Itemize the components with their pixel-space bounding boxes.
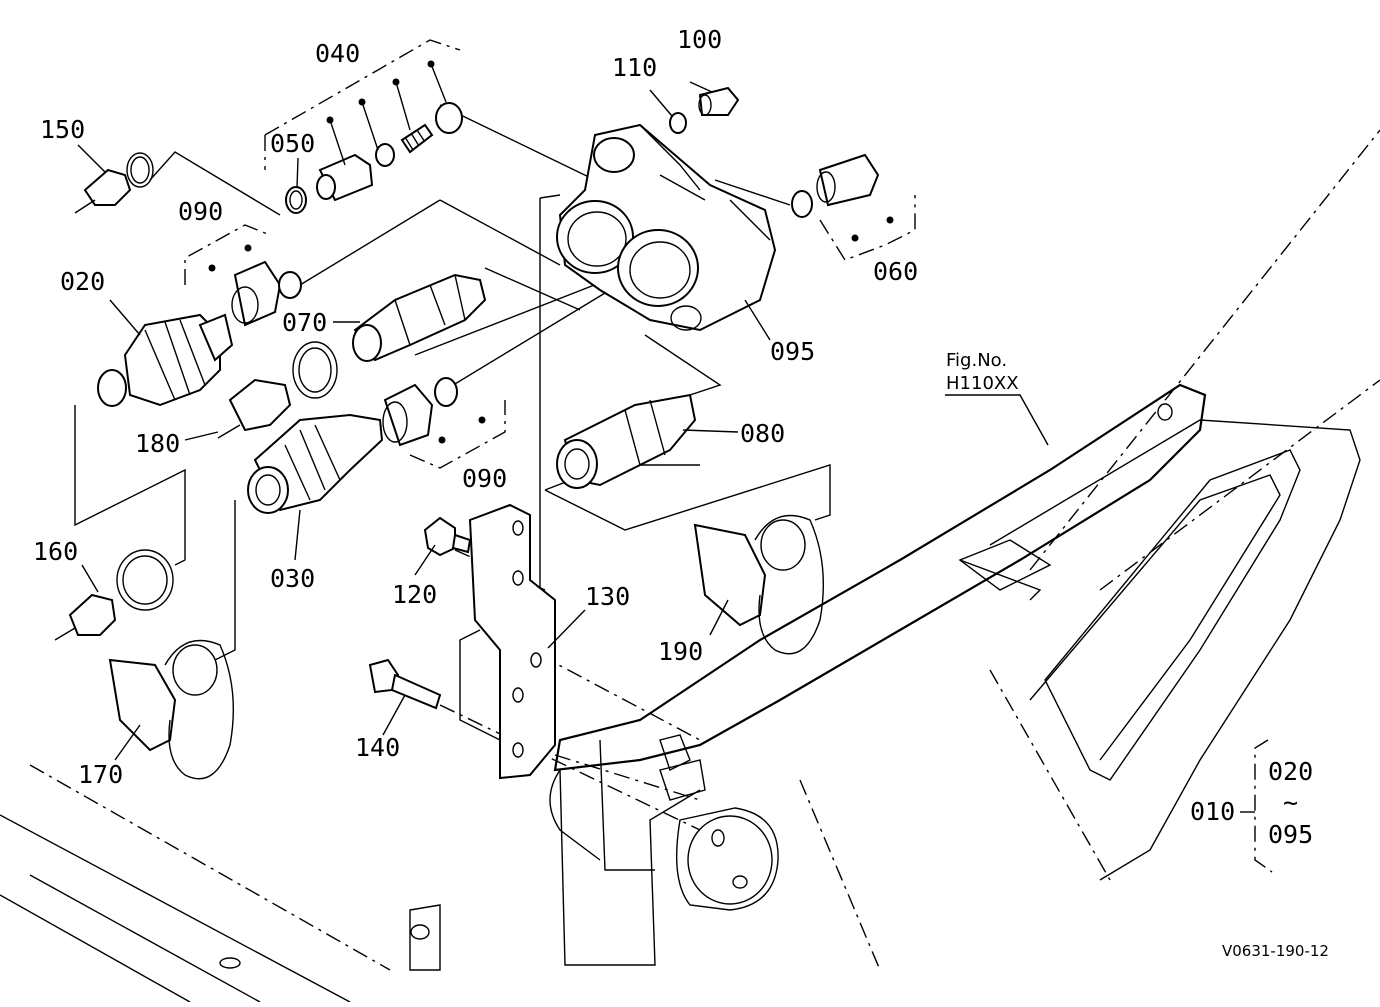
bolt-140 bbox=[368, 658, 442, 710]
assembly-lines bbox=[74, 104, 831, 831]
callout-070: 070 bbox=[282, 308, 327, 337]
coupler-020 bbox=[97, 313, 234, 407]
adapter-090-upper bbox=[184, 224, 302, 327]
callout-140: 140 bbox=[355, 733, 400, 762]
range-bracket bbox=[1254, 739, 1273, 873]
callout-110: 110 bbox=[612, 53, 657, 82]
callout-060: 060 bbox=[873, 257, 918, 286]
adapter-060 bbox=[791, 153, 916, 261]
valve-block-095 bbox=[556, 123, 777, 332]
adapter-090-lower bbox=[382, 377, 506, 469]
callout-090-upper: 090 bbox=[178, 197, 223, 226]
callout-020: 020 bbox=[60, 267, 105, 296]
callout-labels: 040 100 110 150 050 090 060 020 070 095 … bbox=[33, 25, 1329, 960]
fig-reference-number: H110XX bbox=[946, 373, 1019, 394]
callout-150: 150 bbox=[40, 115, 85, 144]
callout-095: 095 bbox=[770, 337, 815, 366]
bolt-120 bbox=[423, 516, 472, 557]
callout-170: 170 bbox=[78, 760, 123, 789]
range-tilde: ~ bbox=[1283, 788, 1298, 817]
callout-leaders bbox=[77, 81, 771, 761]
callout-100: 100 bbox=[677, 25, 722, 54]
coupler-070 bbox=[352, 273, 487, 362]
coupler-080 bbox=[556, 393, 697, 489]
callout-090-lower: 090 bbox=[462, 464, 507, 493]
coupler-030 bbox=[247, 413, 384, 514]
callout-130: 130 bbox=[585, 582, 630, 611]
loader-frame bbox=[549, 129, 1380, 971]
adapter-100 bbox=[669, 86, 740, 134]
dust-cap-150 bbox=[74, 152, 154, 214]
dust-cap-160 bbox=[54, 549, 174, 641]
callout-010: 010 bbox=[1190, 797, 1235, 826]
bracket-130 bbox=[459, 503, 556, 780]
check-valve-kit-040 bbox=[264, 39, 463, 214]
callout-080: 080 bbox=[740, 419, 785, 448]
fig-reference-label: Fig.No. bbox=[946, 350, 1007, 371]
callout-160: 160 bbox=[33, 537, 78, 566]
callout-050: 050 bbox=[270, 129, 315, 158]
drawing-code: V0631-190-12 bbox=[1222, 942, 1329, 960]
dust-cap-190 bbox=[693, 514, 825, 655]
dust-cap-180 bbox=[217, 341, 338, 439]
range-end: 095 bbox=[1268, 820, 1313, 849]
fig-reference-leader bbox=[945, 394, 1049, 446]
range-start: 020 bbox=[1268, 757, 1313, 786]
callout-030: 030 bbox=[270, 564, 315, 593]
callout-190: 190 bbox=[658, 637, 703, 666]
callout-040: 040 bbox=[315, 39, 360, 68]
callout-180: 180 bbox=[135, 429, 180, 458]
callout-120: 120 bbox=[392, 580, 437, 609]
dust-cap-170 bbox=[108, 639, 235, 780]
lower-frame bbox=[0, 764, 441, 1003]
